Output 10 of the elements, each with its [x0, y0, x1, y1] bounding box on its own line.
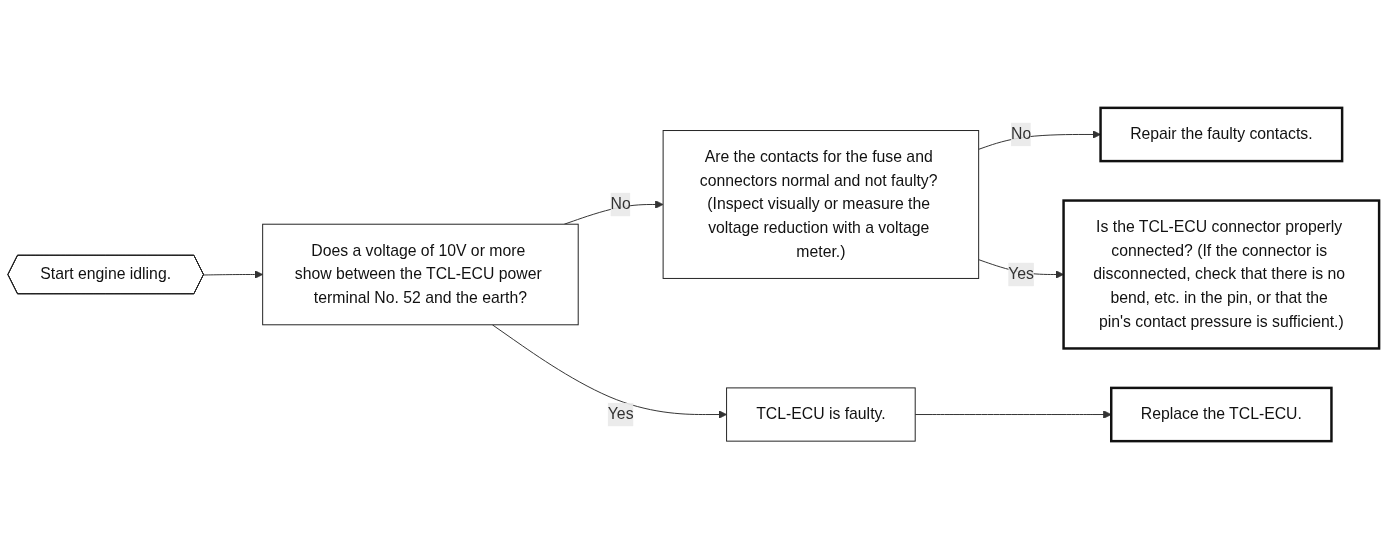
node-box: Is the TCL-ECU connector properly connected? (If the connector is disconnected, check that there is no bend, etc. in the pin, or that the pin's contact pressure is sufficient.): [1062, 199, 1381, 350]
node-box: TCL-ECU is faulty.: [726, 387, 916, 442]
node-box: Are the contacts for the fuse and connectors normal and not faulty? (Inspect visually or measure the voltage reduction with a voltage meter.): [662, 130, 980, 279]
edge-label: No: [610, 195, 631, 213]
edge-label: No: [1011, 125, 1032, 143]
node-box: Replace the TCL-ECU.: [1110, 386, 1333, 443]
edge-label: Yes: [1008, 265, 1034, 283]
node-box: Repair the faulty contacts.: [1099, 106, 1344, 163]
node-box: Does a voltage of 10V or more show between the TCL-ECU power terminal No. 52 and the earth?: [262, 223, 579, 326]
edge-label: Yes: [607, 405, 634, 423]
